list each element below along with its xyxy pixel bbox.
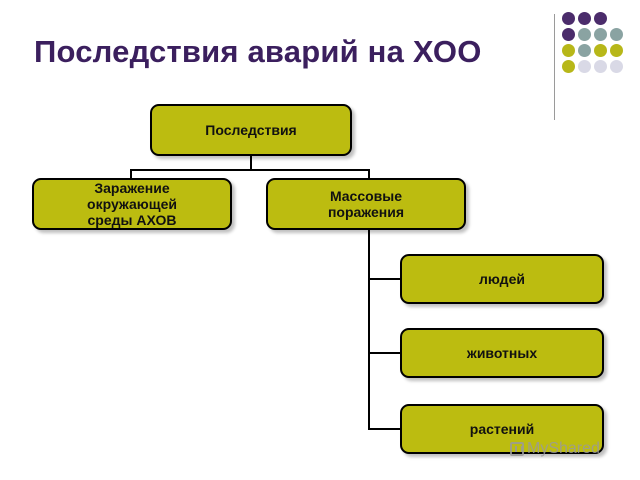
decor-dot: [578, 44, 591, 57]
decor-dot: [562, 12, 575, 25]
decor-dot: [610, 60, 623, 73]
slide-title: Последствия аварий на ХОО: [34, 34, 482, 69]
decor-dot: [562, 28, 575, 41]
watermark-text: MyShared: [527, 440, 600, 457]
connector-to-right: [368, 169, 370, 179]
box-contamination: Заражение окружающей среды АХОВ: [32, 178, 232, 230]
decor-dot: [610, 12, 623, 25]
connector-level1-bar: [130, 169, 370, 171]
decor-dot: [578, 28, 591, 41]
decor-dot: [594, 44, 607, 57]
decorative-dot-grid: [562, 12, 623, 73]
box-consequences-label: Последствия: [205, 122, 297, 138]
decor-dot: [610, 44, 623, 57]
decor-dot: [594, 12, 607, 25]
box-consequences: Последствия: [150, 104, 352, 156]
connector-to-left: [130, 169, 132, 179]
box-plants: растений: [400, 404, 604, 454]
connector-branch-animals: [368, 352, 400, 354]
decor-dot: [578, 12, 591, 25]
decor-dot: [594, 28, 607, 41]
connector-branch-people: [368, 278, 400, 280]
box-people-label: людей: [479, 271, 525, 287]
divider-line: [554, 14, 555, 120]
box-people: людей: [400, 254, 604, 304]
box-mass-casualties-label: Массовые поражения: [327, 188, 405, 220]
box-animals-label: животных: [466, 345, 538, 361]
connector-trunk: [368, 230, 370, 429]
decor-dot: [610, 28, 623, 41]
box-animals: животных: [400, 328, 604, 378]
decor-dot: [562, 60, 575, 73]
decor-dot: [562, 44, 575, 57]
connector-branch-plants: [368, 428, 400, 430]
box-contamination-label: Заражение окружающей среды АХОВ: [87, 180, 177, 228]
decor-dot: [578, 60, 591, 73]
watermark: MyShared: [510, 440, 600, 458]
connector-root-down: [250, 156, 252, 170]
watermark-logo-icon: [510, 442, 524, 456]
decor-dot: [594, 60, 607, 73]
box-plants-label: растений: [469, 421, 535, 437]
box-mass-casualties: Массовые поражения: [266, 178, 466, 230]
